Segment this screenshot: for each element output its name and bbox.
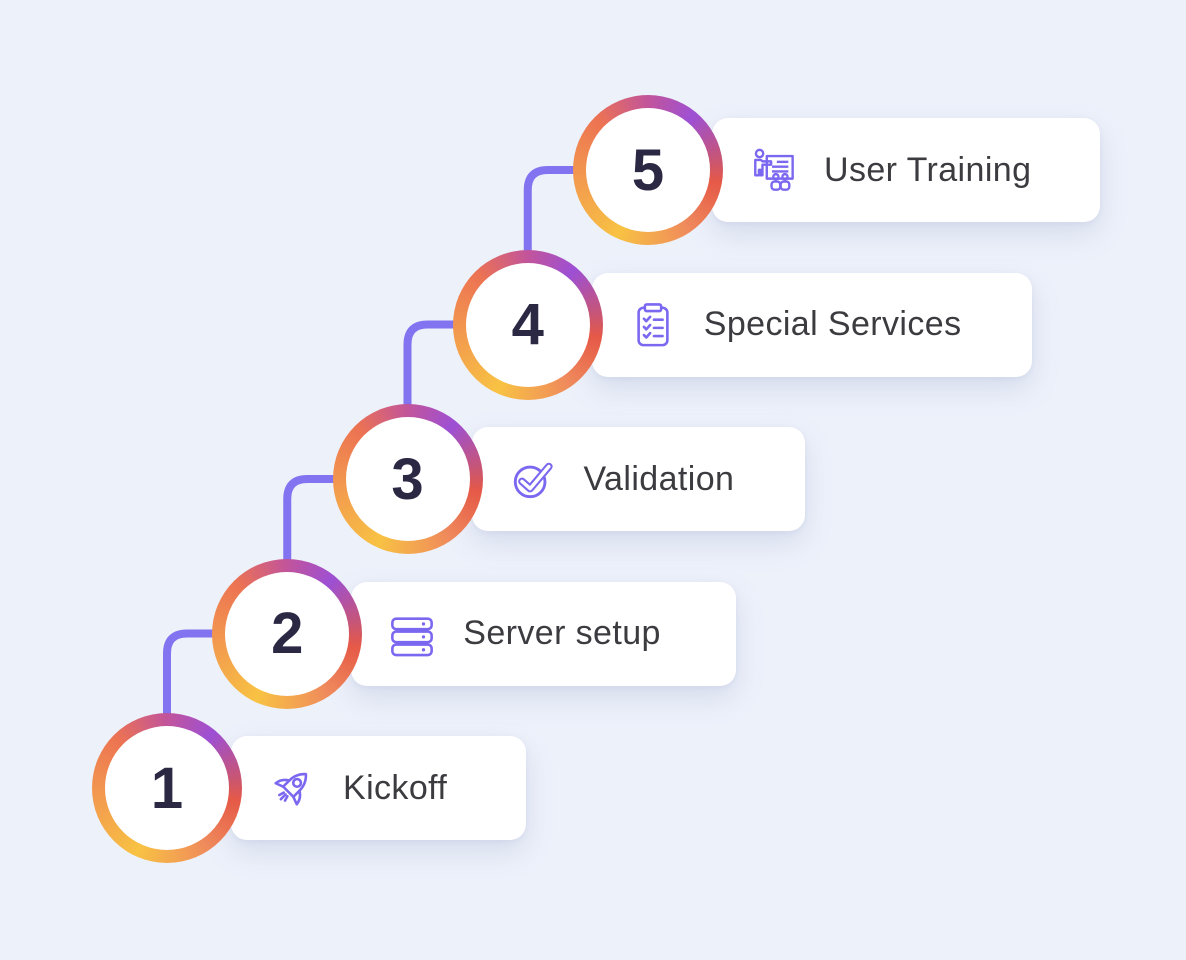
step-number-circle: 3 <box>332 404 483 554</box>
clipboard-checklist-icon <box>630 302 676 348</box>
step-label: Validation <box>583 459 735 498</box>
step-number: 5 <box>631 137 665 203</box>
step-card: User Training <box>712 118 1100 222</box>
step-number: 1 <box>150 755 184 821</box>
presentation-trainer-icon <box>750 147 796 193</box>
circle-inner-fill <box>345 417 470 541</box>
step-card: Special Services <box>591 272 1032 377</box>
check-circle-icon <box>510 456 556 502</box>
step-number-circle: 5 <box>573 95 723 245</box>
step-label: User Training <box>824 150 1032 189</box>
server-stack-icon <box>389 611 435 657</box>
step-card: Server setup <box>351 581 737 686</box>
step-number-circle: 1 <box>92 713 242 863</box>
connector-path <box>163 166 580 720</box>
rocket-icon <box>269 765 315 811</box>
circle-inner-fill <box>105 726 229 850</box>
step-number-circle: 4 <box>452 249 603 400</box>
circle-inner-fill <box>586 108 710 232</box>
step-number: 3 <box>391 446 424 512</box>
step-label: Kickoff <box>343 768 448 807</box>
step-number-circle: 2 <box>212 558 363 709</box>
step-card: Validation <box>471 427 805 531</box>
step-label: Server setup <box>463 614 661 652</box>
circle-inner-fill <box>465 262 590 387</box>
step-number: 4 <box>511 292 544 357</box>
circle-inner-fill <box>225 571 350 696</box>
step-label: Special Services <box>703 305 962 343</box>
step-number: 2 <box>271 601 304 666</box>
step-card: Kickoff <box>231 736 526 840</box>
